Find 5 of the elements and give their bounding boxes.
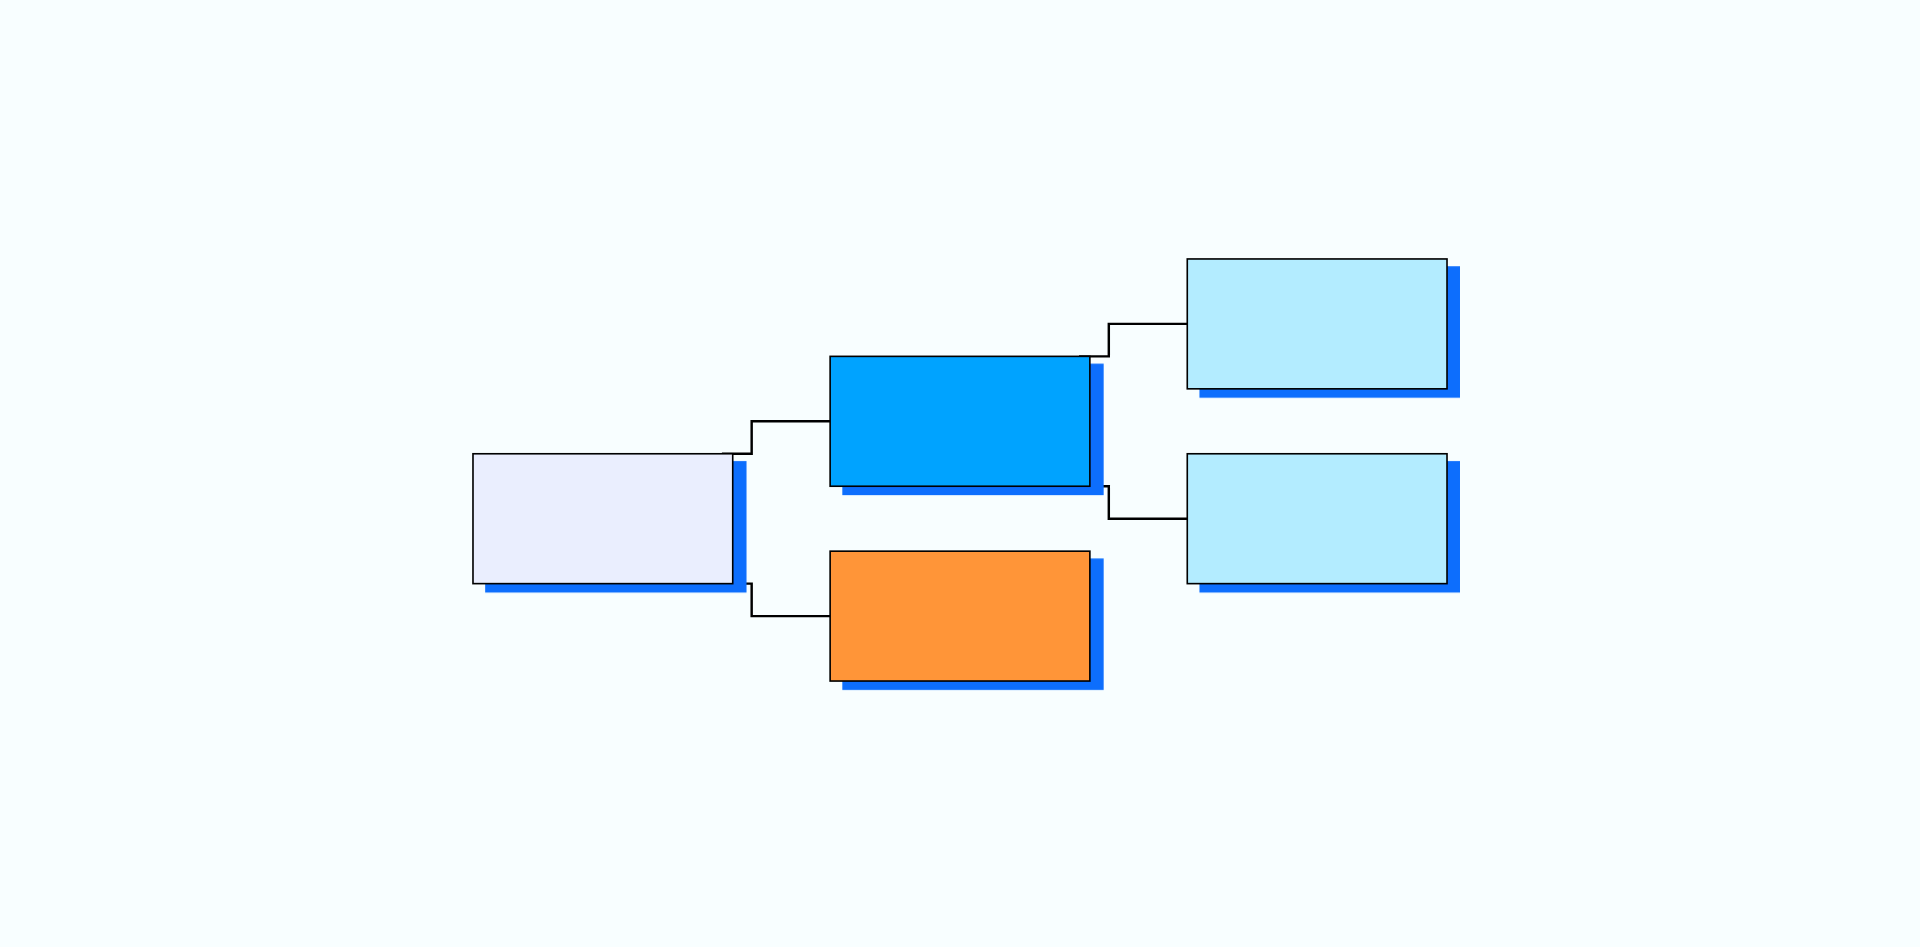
node-box — [829, 550, 1091, 682]
node-box — [829, 355, 1091, 488]
node-box — [472, 452, 734, 585]
node-box — [1186, 452, 1448, 585]
node-box — [1186, 258, 1448, 390]
